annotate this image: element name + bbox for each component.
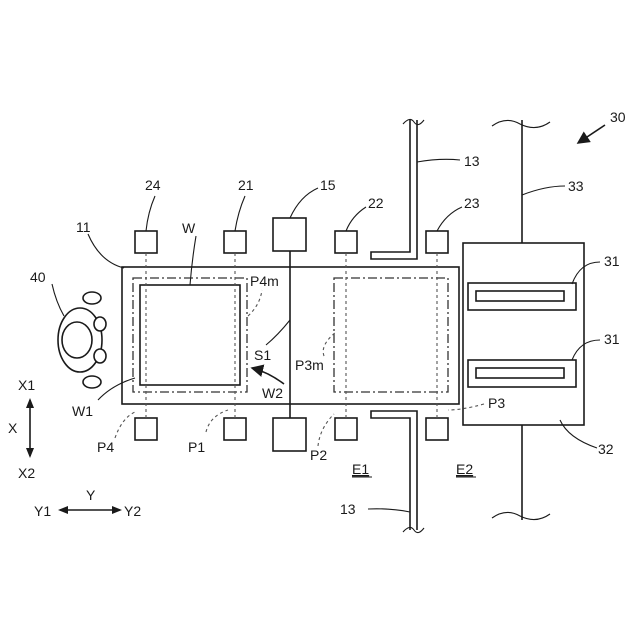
label-23: 23 <box>464 195 480 211</box>
leader-22 <box>346 207 366 231</box>
operator-40 <box>58 292 106 388</box>
axis-y-arrowhead-left <box>58 506 68 514</box>
leader-15 <box>290 188 318 218</box>
label-w1: W1 <box>72 403 93 419</box>
axis-label-x2: X2 <box>18 465 35 481</box>
axis-y-arrowhead-right <box>112 506 122 514</box>
leader-11 <box>88 234 124 268</box>
leader-p4m <box>248 290 262 316</box>
label-s1: S1 <box>254 347 271 363</box>
axis-label-x: X <box>8 420 18 436</box>
label-21: 21 <box>238 177 254 193</box>
label-31-top: 31 <box>604 253 620 269</box>
leader-p4 <box>115 412 135 438</box>
label-w2: W2 <box>262 385 283 401</box>
label-22: 22 <box>368 195 384 211</box>
leader-13-bottom <box>368 509 410 512</box>
leader-33 <box>522 186 565 195</box>
sensor-23 <box>426 231 448 253</box>
workpiece-w <box>140 285 240 385</box>
leader-21 <box>235 196 245 231</box>
label-15: 15 <box>320 177 336 193</box>
sensor-p3 <box>426 418 448 440</box>
label-p1: P1 <box>188 439 205 455</box>
label-p3m: P3m <box>295 357 324 373</box>
work-area-w2 <box>334 278 448 392</box>
axis-x-arrowhead-down <box>26 448 34 458</box>
label-31-bottom: 31 <box>604 331 620 347</box>
label-p2: P2 <box>310 447 327 463</box>
axis-label-y1: Y1 <box>34 503 51 519</box>
sensor-p4 <box>135 418 157 440</box>
arm-break-bottom <box>492 512 550 519</box>
label-w: W <box>182 220 196 236</box>
fence-break-top <box>403 119 424 124</box>
label-e1: E1 <box>352 461 369 477</box>
label-13-top: 13 <box>464 153 480 169</box>
axis-label-y: Y <box>86 487 96 503</box>
partition-15-bottom <box>273 418 306 451</box>
sensor-22 <box>335 231 357 253</box>
leader-23 <box>437 207 462 231</box>
leader-13-top <box>417 159 460 162</box>
label-11: 11 <box>76 219 91 235</box>
label-p3: P3 <box>488 395 505 411</box>
fence-break-bottom <box>403 527 424 532</box>
partition-15-top <box>273 218 306 251</box>
label-40: 40 <box>30 269 46 285</box>
leader-30 <box>578 125 605 143</box>
arm-break-top <box>492 120 550 127</box>
sensor-24 <box>135 231 157 253</box>
axis-label-x1: X1 <box>18 377 35 393</box>
label-13-bottom: 13 <box>340 501 356 517</box>
label-p4m: P4m <box>250 273 279 289</box>
work-area-w1 <box>133 278 247 392</box>
leader-w2 <box>252 368 284 384</box>
leader-w1 <box>98 378 135 400</box>
leader-40 <box>52 284 64 316</box>
fence-13-lower <box>371 411 417 530</box>
fence-13-upper <box>371 120 417 259</box>
axis-x-arrowhead-up <box>26 398 34 408</box>
leader-s1 <box>266 320 290 345</box>
label-32: 32 <box>598 441 614 457</box>
robot-body-32 <box>463 243 584 425</box>
leader-p2 <box>318 414 334 446</box>
label-e2: E2 <box>456 461 473 477</box>
leader-24 <box>146 196 155 231</box>
sensor-p1 <box>224 418 246 440</box>
label-24: 24 <box>145 177 161 193</box>
sensor-p2 <box>335 418 357 440</box>
axis-label-y2: Y2 <box>124 503 141 519</box>
label-33: 33 <box>568 178 584 194</box>
sensor-21 <box>224 231 246 253</box>
label-p4: P4 <box>97 439 114 455</box>
label-30: 30 <box>610 109 626 125</box>
